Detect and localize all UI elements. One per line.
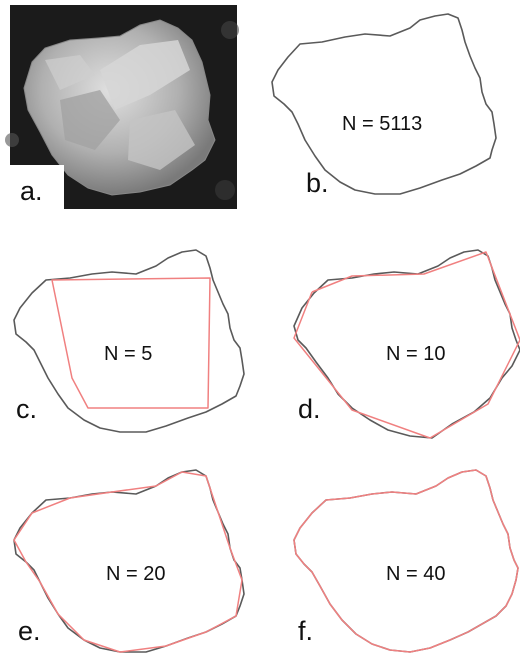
- approximation-polygon: [13, 471, 243, 653]
- panel-e-label: e.: [18, 616, 41, 646]
- panel-c: N = 5 c.: [13, 249, 245, 433]
- particle-outline: [293, 469, 519, 653]
- panel-f-label: f.: [298, 616, 313, 646]
- panel-b-label: b.: [306, 168, 329, 198]
- sem-particle: [5, 19, 239, 200]
- panel-b: N = 5113 b.: [271, 13, 497, 198]
- panel-a-label-box: [10, 165, 64, 209]
- n-label: N = 5: [104, 343, 152, 365]
- particle-outline: [271, 13, 497, 195]
- n-label: N = 40: [386, 563, 445, 585]
- particle-outline: [13, 469, 245, 653]
- n-label: N = 5113: [342, 113, 422, 135]
- particle-outline: [293, 249, 520, 439]
- panel-c-label: c.: [16, 394, 37, 424]
- panel-a-label: a.: [20, 176, 43, 206]
- n-label: N = 20: [106, 563, 165, 585]
- particle-outline: [13, 249, 245, 433]
- approximation-polygon: [51, 277, 211, 409]
- panel-d-label: d.: [298, 394, 321, 424]
- panel-e: N = 20 e.: [13, 469, 245, 653]
- panel-f: N = 40 f.: [293, 469, 519, 653]
- approximation-polygon: [293, 469, 519, 653]
- panel-a: a.: [5, 5, 239, 209]
- panel-d: N = 10 d.: [293, 249, 520, 439]
- approximation-polygon: [293, 251, 520, 439]
- n-label: N = 10: [386, 343, 445, 365]
